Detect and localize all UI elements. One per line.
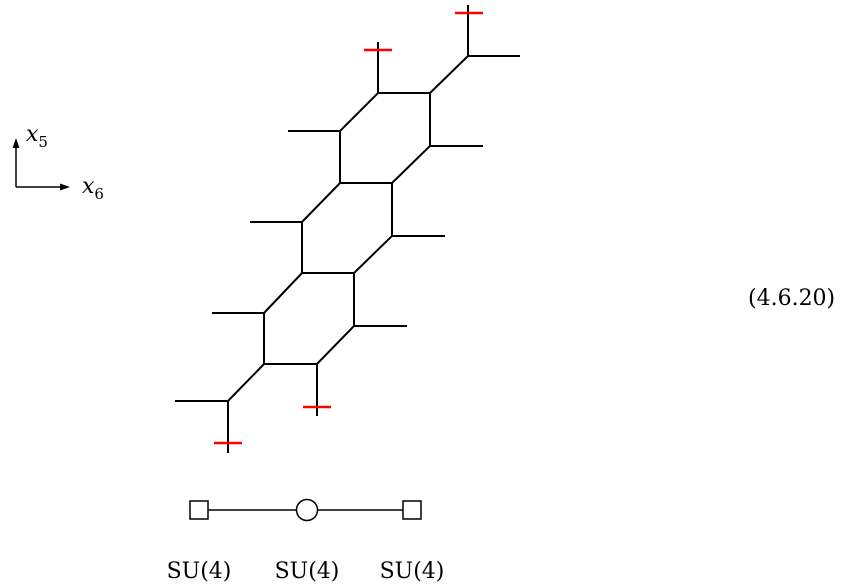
brane-web — [175, 5, 520, 453]
flavor-node-left-square-icon — [189, 500, 209, 520]
flavor-node-right-square-icon — [402, 500, 422, 520]
quiver: SU(4) SU(4) SU(4) — [167, 498, 445, 584]
x5-label: x5 — [26, 122, 48, 151]
equation-number: (4.6.20) — [748, 286, 835, 311]
quiver-node-label-middle: SU(4) — [275, 559, 340, 584]
quiver-node-label-right: SU(4) — [380, 559, 445, 584]
axes-indicator: x5 x6 — [12, 122, 104, 203]
hexagon-top — [339, 92, 431, 184]
x6-label: x6 — [82, 174, 104, 203]
x5-arrowhead-icon — [12, 138, 20, 148]
top-right-diagonal — [429, 55, 469, 94]
quiver-node-label-left: SU(4) — [167, 559, 232, 584]
hexagon-bottom — [263, 272, 355, 365]
hexagon-middle — [301, 182, 393, 274]
bottom-left-diagonal — [227, 363, 265, 402]
sevenbrane-markers — [214, 11, 483, 445]
x6-arrowhead-icon — [60, 183, 70, 191]
gauge-node-circle-icon — [295, 498, 319, 522]
